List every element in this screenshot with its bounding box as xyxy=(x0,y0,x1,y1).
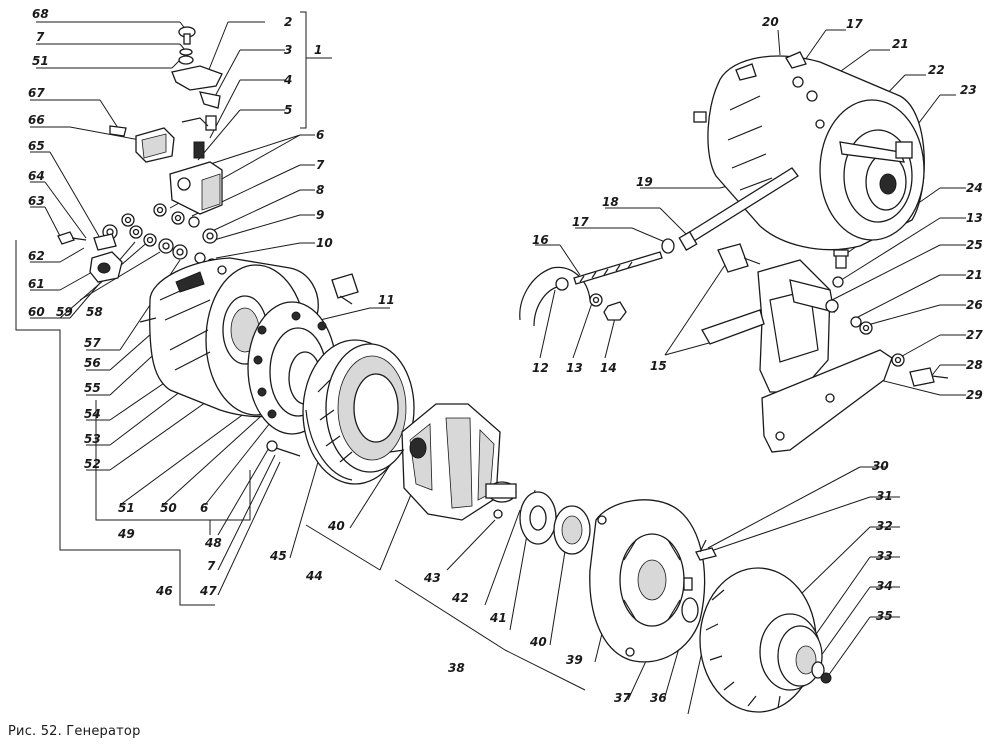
callout-68: 68 xyxy=(32,7,49,21)
callout-58: 58 xyxy=(86,305,103,319)
callout-51: 51 xyxy=(32,54,49,68)
stator xyxy=(302,339,415,485)
callout-3: 3 xyxy=(284,43,292,57)
callout-16: 16 xyxy=(532,233,549,247)
front-housing xyxy=(589,499,706,663)
callout-21-a: 21 xyxy=(892,37,909,51)
assembled-generator xyxy=(693,51,925,251)
callout-62: 62 xyxy=(28,249,45,263)
rotor xyxy=(389,403,517,521)
callout-54: 54 xyxy=(84,407,101,421)
callout-12: 12 xyxy=(532,361,549,375)
callout-61: 61 xyxy=(28,277,45,291)
callout-17-a: 17 xyxy=(846,17,863,31)
callout-17-b: 17 xyxy=(572,215,589,229)
callout-39: 39 xyxy=(566,653,583,667)
callout-37: 37 xyxy=(614,691,631,705)
callout-48: 48 xyxy=(204,536,222,550)
callout-45: 45 xyxy=(269,549,287,563)
callout-51-b: 51 xyxy=(118,501,135,515)
callout-6-b: 6 xyxy=(200,501,208,515)
callout-34: 34 xyxy=(876,579,893,593)
leader-lines xyxy=(15,11,966,715)
callout-5: 5 xyxy=(284,103,292,117)
callout-63: 63 xyxy=(28,194,45,208)
callout-53: 53 xyxy=(84,432,101,446)
callout-7: 7 xyxy=(36,30,45,44)
callout-59: 59 xyxy=(56,305,73,319)
callout-labels: 68 7 51 67 66 65 64 63 62 61 60 59 58 57… xyxy=(28,7,983,705)
callout-9: 9 xyxy=(316,208,324,222)
callout-52: 52 xyxy=(84,457,101,471)
callout-18: 18 xyxy=(602,195,619,209)
callout-30: 30 xyxy=(872,459,889,473)
callout-65: 65 xyxy=(28,139,45,153)
callout-35: 35 xyxy=(876,609,893,623)
bearing-parts xyxy=(493,491,591,555)
callout-7-b: 7 xyxy=(316,158,325,172)
fan-pulley xyxy=(681,539,832,713)
callout-56: 56 xyxy=(84,356,101,370)
callout-47: 47 xyxy=(199,584,217,598)
callout-6-a: 6 xyxy=(316,128,324,142)
bracket-parts xyxy=(519,167,799,327)
callout-13-a: 13 xyxy=(566,361,583,375)
callout-15: 15 xyxy=(650,359,667,373)
callout-43: 43 xyxy=(423,571,441,585)
callout-21-b: 21 xyxy=(966,268,983,282)
callout-57: 57 xyxy=(84,336,101,350)
callout-27: 27 xyxy=(966,328,983,342)
callout-31: 31 xyxy=(876,489,893,503)
callout-19: 19 xyxy=(636,175,653,189)
callout-44: 44 xyxy=(305,569,323,583)
callout-14: 14 xyxy=(600,361,617,375)
callout-26: 26 xyxy=(966,298,983,312)
callout-24: 24 xyxy=(966,181,983,195)
callout-41: 41 xyxy=(489,611,507,625)
callout-28: 28 xyxy=(966,358,983,372)
callout-55: 55 xyxy=(84,381,101,395)
mounting-bracket xyxy=(701,249,949,453)
callout-7-c: 7 xyxy=(207,559,216,573)
callout-36: 36 xyxy=(650,691,667,705)
callout-60: 60 xyxy=(28,305,45,319)
callout-46: 46 xyxy=(155,584,173,598)
callout-23: 23 xyxy=(960,83,977,97)
callout-38: 38 xyxy=(448,661,465,675)
callout-42: 42 xyxy=(451,591,469,605)
callout-67: 67 xyxy=(28,86,45,100)
callout-13-b: 13 xyxy=(966,211,983,225)
callout-25: 25 xyxy=(966,238,983,252)
callout-64: 64 xyxy=(28,169,45,183)
callout-32: 32 xyxy=(876,519,893,533)
callout-20: 20 xyxy=(762,15,779,29)
callout-40-b: 40 xyxy=(529,635,547,649)
callout-50: 50 xyxy=(160,501,177,515)
callout-4: 4 xyxy=(283,73,292,87)
brush-holder-parts xyxy=(57,26,223,283)
callout-49: 49 xyxy=(117,527,135,541)
callout-29: 29 xyxy=(966,388,983,402)
callout-22: 22 xyxy=(928,63,945,77)
callout-10: 10 xyxy=(316,236,333,250)
callout-1: 1 xyxy=(314,43,322,57)
callout-33: 33 xyxy=(876,549,893,563)
callout-8: 8 xyxy=(316,183,324,197)
callout-11: 11 xyxy=(378,293,395,307)
figure-caption: Рис. 52. Генератор xyxy=(8,724,141,739)
callout-66: 66 xyxy=(28,113,45,127)
callout-2: 2 xyxy=(284,15,292,29)
callout-40-a: 40 xyxy=(327,519,345,533)
